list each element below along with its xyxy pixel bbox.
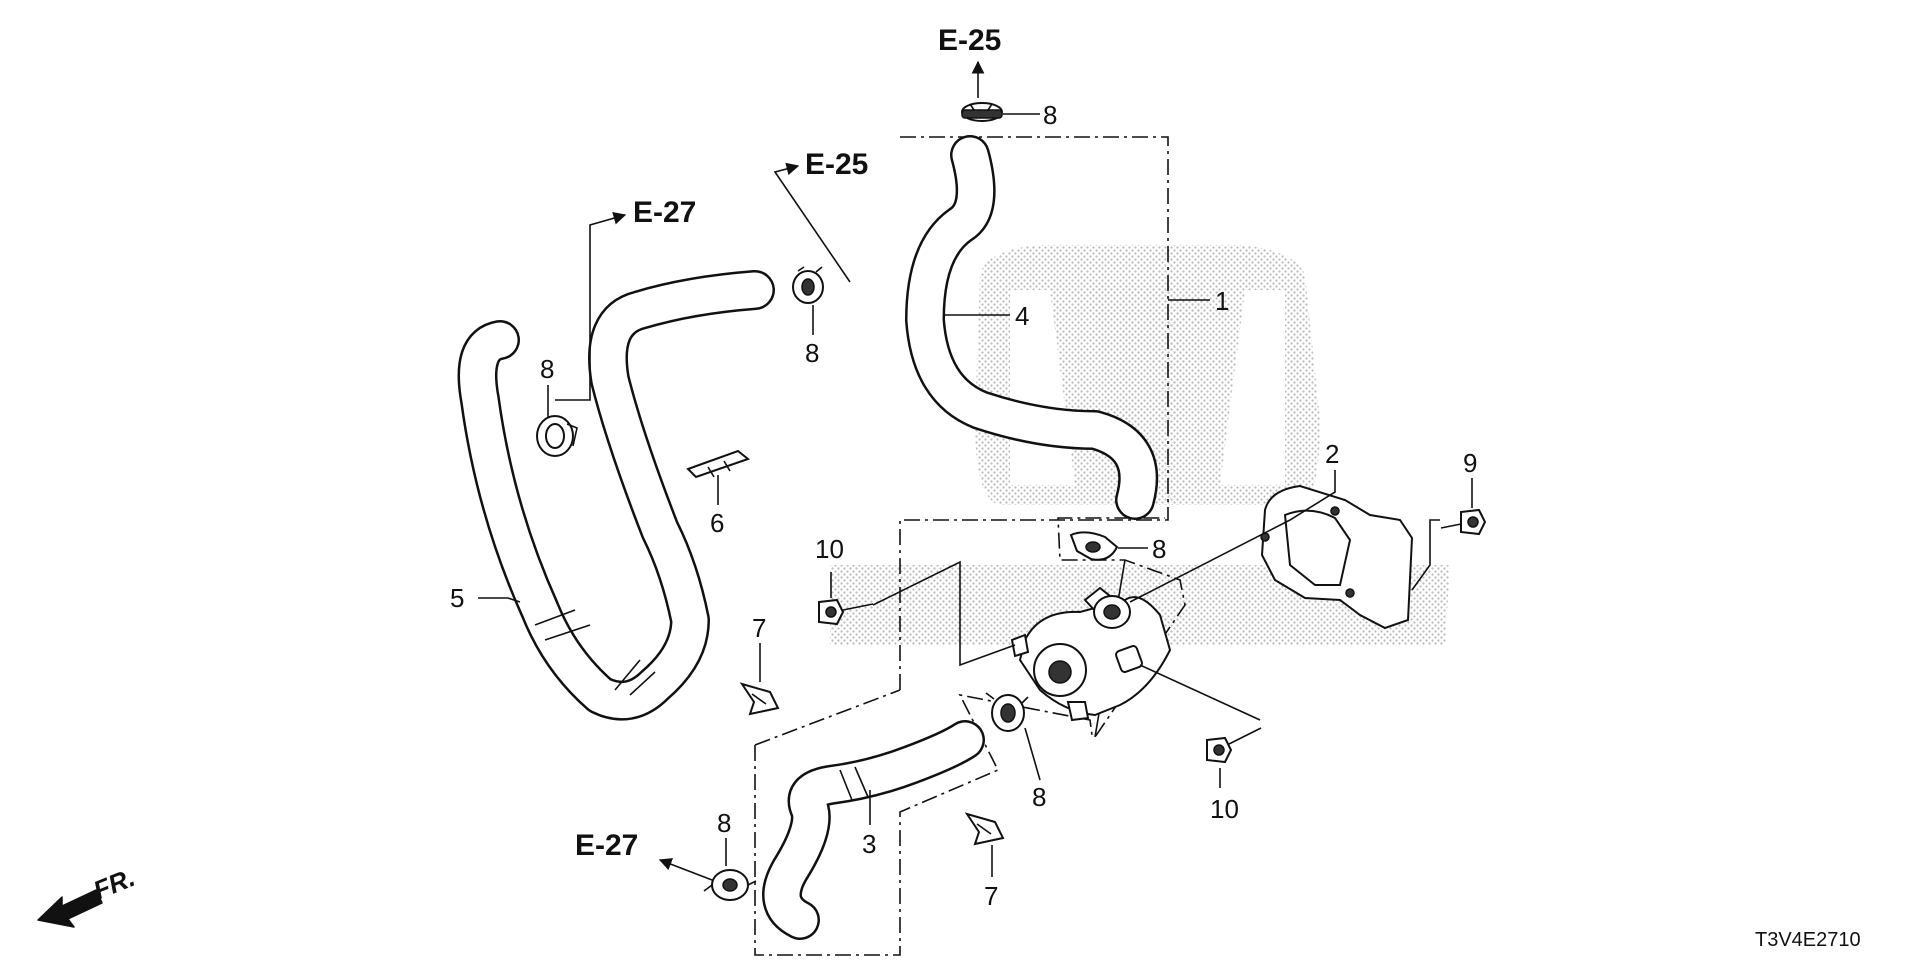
clamp-7-left xyxy=(739,682,780,716)
leader-lines xyxy=(478,113,1473,877)
ref-e25-top: E-25 xyxy=(938,24,1001,57)
hose-clip-top xyxy=(961,102,1003,122)
leader-8-lower xyxy=(1024,727,1041,781)
ref-e25-left: E-25 xyxy=(805,148,868,181)
callout-8-left: 8 xyxy=(540,354,554,384)
leader-10-left xyxy=(830,560,1016,667)
callout-8-bottom: 8 xyxy=(717,808,731,838)
arrow-e27-upper xyxy=(555,212,627,401)
callout-7b: 7 xyxy=(984,881,998,911)
water-pump xyxy=(1010,586,1172,722)
clamp-6 xyxy=(686,449,751,479)
ref-e27-lower: E-27 xyxy=(575,829,638,862)
hose-clips xyxy=(536,102,1119,901)
ref-e27-upper: E-27 xyxy=(633,196,696,229)
diagram-code: T3V4E2710 xyxy=(1755,929,1861,951)
hose-clamps xyxy=(686,449,1005,846)
callout-4: 4 xyxy=(1015,301,1029,331)
leader-10-right xyxy=(1139,664,1261,788)
hose-4 xyxy=(905,135,1159,520)
hose-3 xyxy=(762,720,985,940)
bolts xyxy=(818,508,1487,764)
hose-clip-upper xyxy=(792,266,824,304)
bolt-10-left xyxy=(818,598,874,626)
callout-9: 9 xyxy=(1463,448,1477,478)
front-arrow-icon xyxy=(37,889,103,928)
callout-8-center: 8 xyxy=(1152,534,1166,564)
callout-7a: 7 xyxy=(752,613,766,643)
leader-9 xyxy=(1411,478,1473,591)
callout-10-left: 10 xyxy=(815,534,844,564)
callout-1: 1 xyxy=(1215,286,1229,316)
callout-2: 2 xyxy=(1325,439,1339,469)
front-indicator: FR. xyxy=(37,862,139,928)
leader-5 xyxy=(478,597,521,603)
assembly-1-outline xyxy=(899,136,1169,690)
callout-8-top: 8 xyxy=(1043,100,1057,130)
hose-clip-lower xyxy=(985,692,1029,732)
bolt-9 xyxy=(1440,508,1487,536)
callout-8-upper: 8 xyxy=(805,338,819,368)
callout-3: 3 xyxy=(862,829,876,859)
hose-clip-left xyxy=(536,415,578,457)
callout-8-lower: 8 xyxy=(1032,782,1046,812)
bracket-2 xyxy=(1260,484,1414,630)
bolt-10-right xyxy=(1206,727,1262,764)
leader-2 xyxy=(1129,470,1336,603)
reference-labels: E-25 E-25 E-27 E-27 xyxy=(575,24,1001,862)
arrow-e25-left xyxy=(773,162,851,283)
hose-5 xyxy=(457,270,775,721)
callout-10-right: 10 xyxy=(1210,794,1239,824)
hose-clip-bottom xyxy=(703,869,757,901)
callout-5: 5 xyxy=(450,583,464,613)
reference-arrows xyxy=(555,60,985,881)
hose-clip-center xyxy=(1069,531,1119,561)
arrow-e27-lower xyxy=(658,858,713,881)
callout-labels: 1 2 3 4 5 6 7 7 8 8 8 8 8 8 9 10 10 xyxy=(450,100,1477,911)
assembly-lower-outline xyxy=(754,517,1186,956)
clamp-7-right xyxy=(964,812,1005,846)
callout-6: 6 xyxy=(710,508,724,538)
